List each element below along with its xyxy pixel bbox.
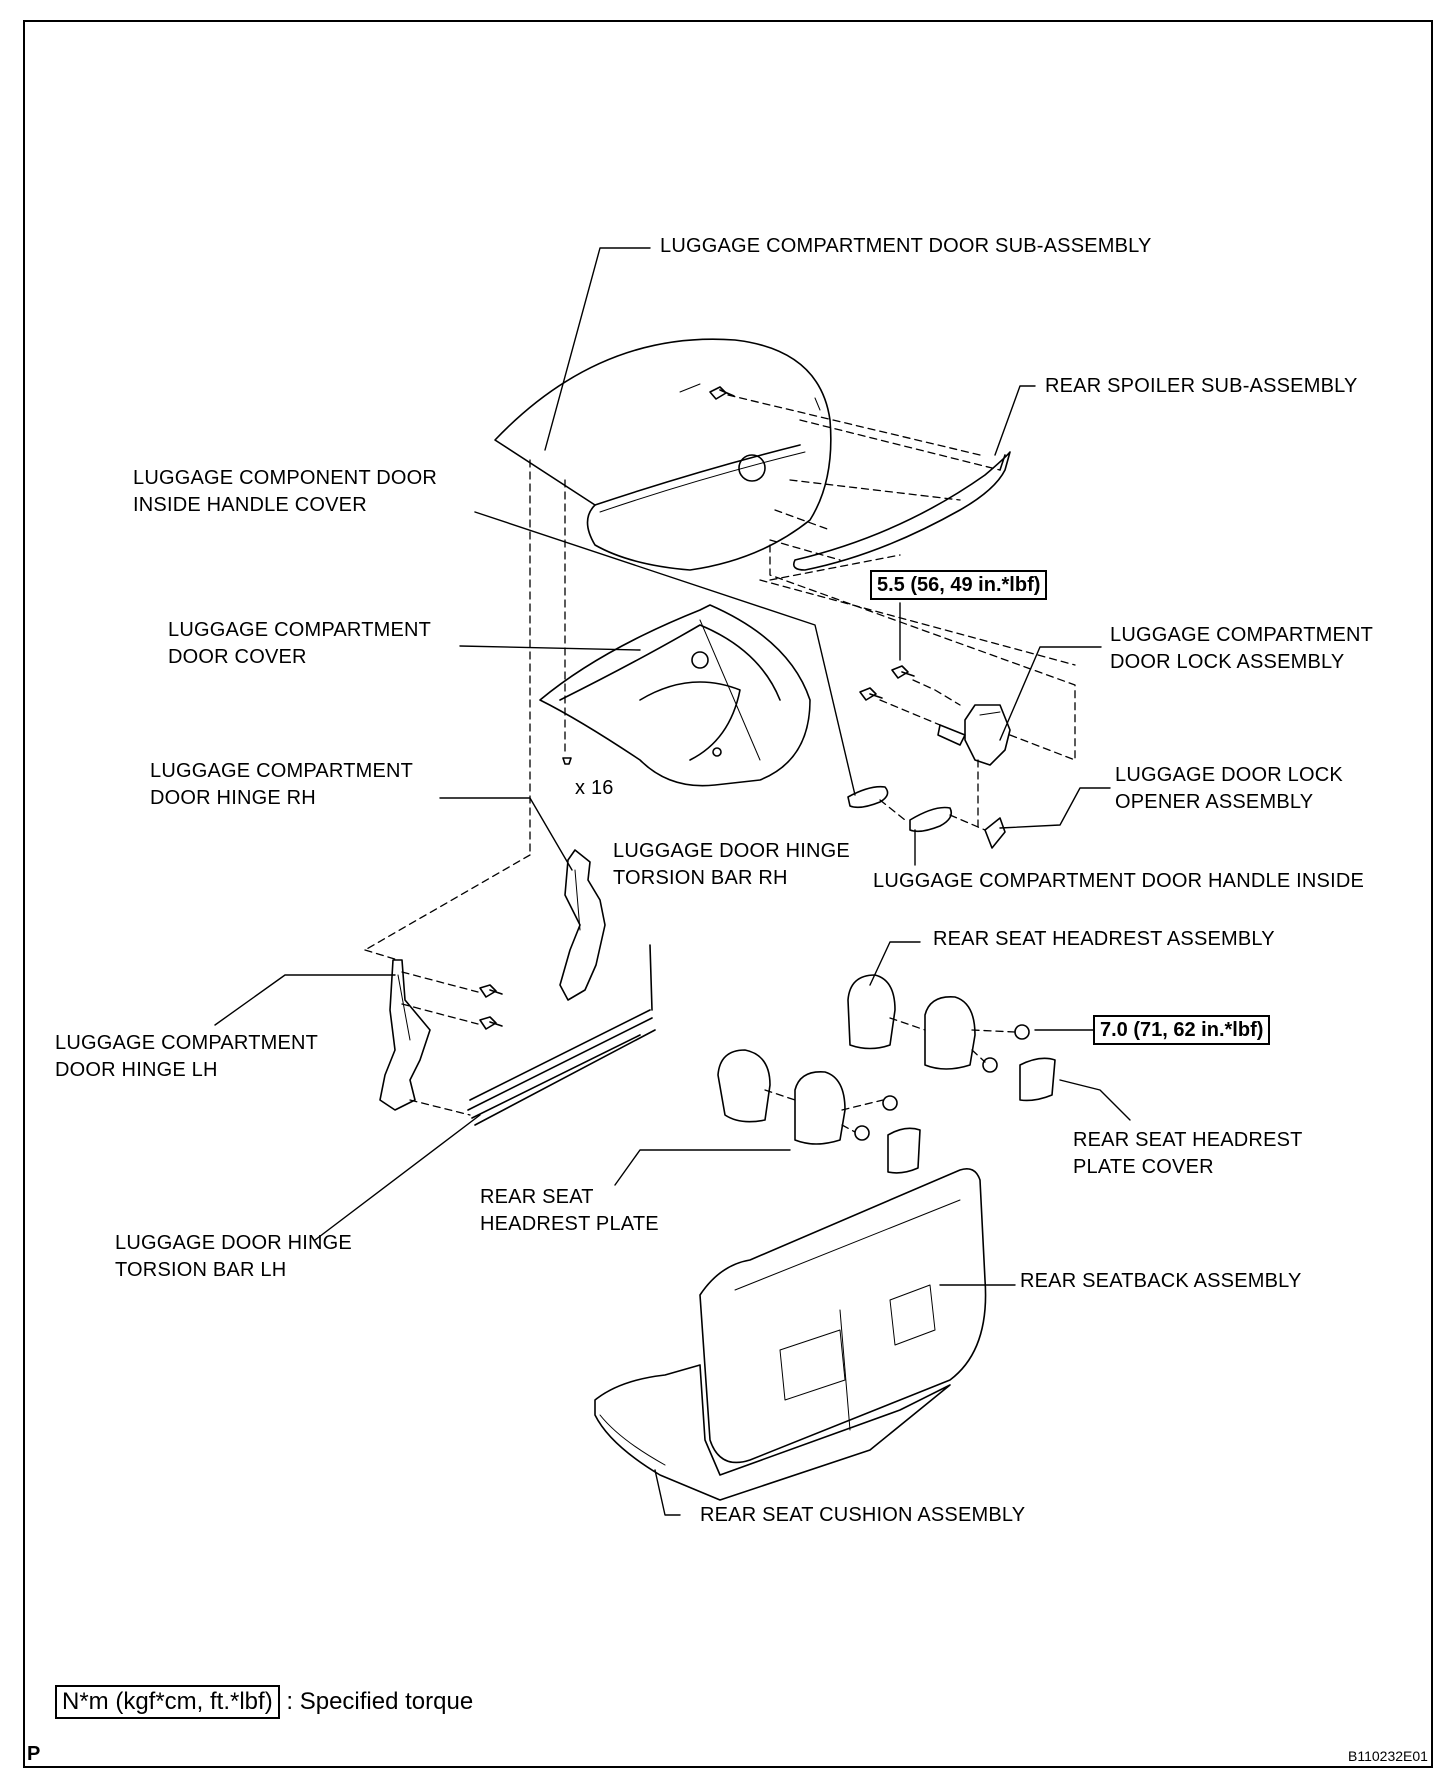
label-lock-opener: LUGGAGE DOOR LOCK OPENER ASSEMBLY	[1115, 764, 1343, 813]
rear-seat-cushion-part	[594, 1364, 951, 1501]
hinge-rh-part	[559, 849, 606, 1001]
trunk-lid-part	[494, 338, 832, 571]
hinge-bolts-part	[479, 984, 503, 1030]
label-door-sub-assembly: LUGGAGE COMPARTMENT DOOR SUB-ASSEMBLY	[660, 235, 1152, 257]
label-torsion-bar-lh: LUGGAGE DOOR HINGE TORSION BAR LH	[115, 1232, 352, 1281]
label-seat-cushion: REAR SEAT CUSHION ASSEMBLY	[700, 1504, 1026, 1526]
label-door-handle-inside: LUGGAGE COMPARTMENT DOOR HANDLE INSIDE	[873, 870, 1365, 892]
torque-legend: N*m (kgf*cm, ft.*lbf) : Specified torque	[55, 1685, 473, 1719]
label-door-hinge-rh: LUGGAGE COMPARTMENT DOOR HINGE RH	[150, 760, 414, 809]
lock-opener-part	[984, 817, 1006, 849]
hinge-lh-part	[379, 959, 431, 1111]
inside-handle-cover-part	[847, 785, 889, 809]
torque-headrest: 7.0 (71, 62 in.*lbf)	[1093, 1015, 1271, 1045]
headrest-nuts-part	[854, 1024, 1030, 1141]
label-door-hinge-lh: LUGGAGE COMPARTMENT DOOR HINGE LH	[55, 1032, 319, 1081]
headrest-right-part	[847, 974, 976, 1070]
label-headrest-plate-cover: REAR SEAT HEADREST PLATE COVER	[1073, 1129, 1303, 1178]
lock-bolts-part	[859, 665, 915, 701]
legend-unit: N*m (kgf*cm, ft.*lbf)	[55, 1685, 280, 1719]
door-handle-inside-part	[909, 806, 953, 833]
leader-lines	[214, 247, 1131, 1516]
label-seatback-assembly: REAR SEATBACK ASSEMBLY	[1020, 1270, 1302, 1292]
rear-seatback-part	[699, 1167, 987, 1464]
label-rear-spoiler: REAR SPOILER SUB-ASSEMBLY	[1045, 375, 1358, 397]
rear-spoiler-part	[792, 451, 1011, 571]
clip-part	[562, 757, 572, 765]
diagram-frame	[23, 20, 1433, 1768]
label-headrest-plate: REAR SEAT HEADREST PLATE	[480, 1186, 659, 1235]
door-cover-part	[539, 604, 811, 787]
label-door-lock-assembly: LUGGAGE COMPARTMENT DOOR LOCK ASSEMBLY	[1110, 624, 1374, 673]
headrest-left-part	[717, 1049, 846, 1145]
plate-covers-part	[887, 1057, 1056, 1174]
label-clip-quantity: x 16	[575, 777, 614, 799]
label-torsion-bar-rh: LUGGAGE DOOR HINGE TORSION BAR RH	[613, 840, 850, 889]
torque-lock: 5.5 (56, 49 in.*lbf)	[870, 570, 1048, 600]
lid-bolt-part	[709, 386, 735, 400]
label-inside-handle-cover: LUGGAGE COMPONENT DOOR INSIDE HANDLE COV…	[133, 467, 438, 516]
torsion-bars-part	[467, 944, 656, 1126]
alignment-lines	[364, 394, 1076, 1133]
label-headrest-assembly: REAR SEAT HEADREST ASSEMBLY	[933, 928, 1275, 950]
legend-text: : Specified torque	[286, 1688, 474, 1715]
label-door-cover: LUGGAGE COMPARTMENT DOOR COVER	[168, 619, 432, 668]
door-lock-part	[937, 704, 1011, 766]
figure-id: B110232E01	[1348, 1748, 1428, 1764]
corner-mark: P	[27, 1743, 41, 1765]
